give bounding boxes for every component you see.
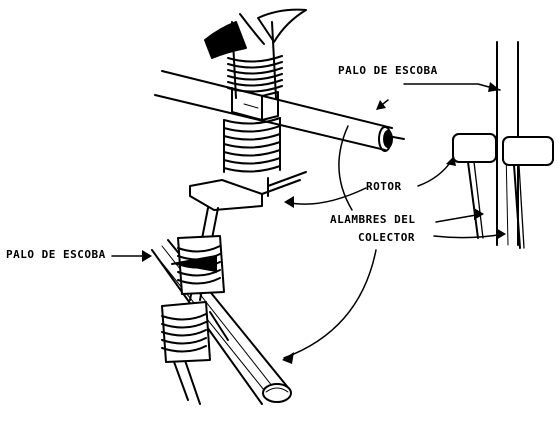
label-palo-de-escoba-left: PALO DE ESCOBA — [6, 248, 106, 261]
label-palo-de-escoba-top: PALO DE ESCOBA — [338, 64, 438, 77]
label-alambres-del: ALAMBRES DEL — [330, 213, 416, 226]
rotor-frame — [231, 87, 279, 121]
lower-coil-upper — [171, 235, 225, 295]
rotor-bottom-coil — [223, 117, 281, 173]
rotor-top-coil — [204, 8, 307, 99]
arrowheads — [142, 82, 506, 364]
lower-coil-lower — [161, 301, 229, 363]
rotor-base — [189, 171, 307, 211]
brush-left — [452, 133, 497, 239]
brush-right — [502, 136, 554, 249]
label-rotor: ROTOR — [366, 180, 402, 193]
label-colector: COLECTOR — [358, 231, 415, 244]
